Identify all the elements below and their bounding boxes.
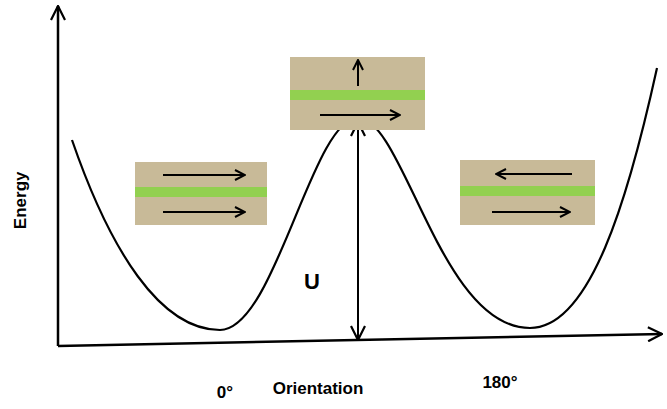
barrier-label: U: [304, 270, 320, 294]
axis-title: Energy: [13, 171, 32, 229]
barrier-arrow: [357, 122, 359, 340]
antiparallel-state: [460, 160, 595, 225]
y-axis: [57, 6, 60, 346]
parallel-state: [135, 162, 267, 225]
perpendicular-state: [290, 57, 425, 130]
axis-title: Orientation: [273, 380, 364, 399]
tick-label: 0°: [217, 384, 233, 403]
tick-label: 180°: [482, 374, 517, 393]
x-axis: [58, 334, 662, 346]
